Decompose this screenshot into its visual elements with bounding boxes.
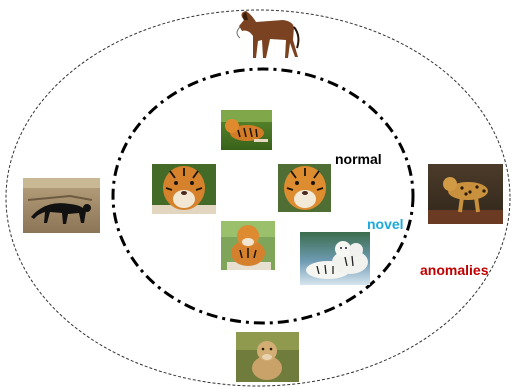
outer-boundary-ellipse <box>5 9 511 387</box>
tiger-photo-icon <box>221 221 275 270</box>
inner-boundary-ellipse <box>111 67 415 325</box>
horse-photo-icon <box>236 11 300 58</box>
tiger-face-photo-icon <box>152 164 216 214</box>
novel-label: novel <box>367 216 404 232</box>
jaguar-photo-icon <box>428 164 503 224</box>
lioness-photo-icon <box>236 332 299 382</box>
white-tiger-photo-icon <box>300 232 370 285</box>
tiger-face-photo-icon <box>278 164 331 212</box>
normal-label: normal <box>335 151 382 167</box>
tiger-photo-icon <box>221 110 272 150</box>
anomalies-label: anomalies <box>420 262 489 278</box>
black-panther-photo-icon <box>23 178 100 233</box>
